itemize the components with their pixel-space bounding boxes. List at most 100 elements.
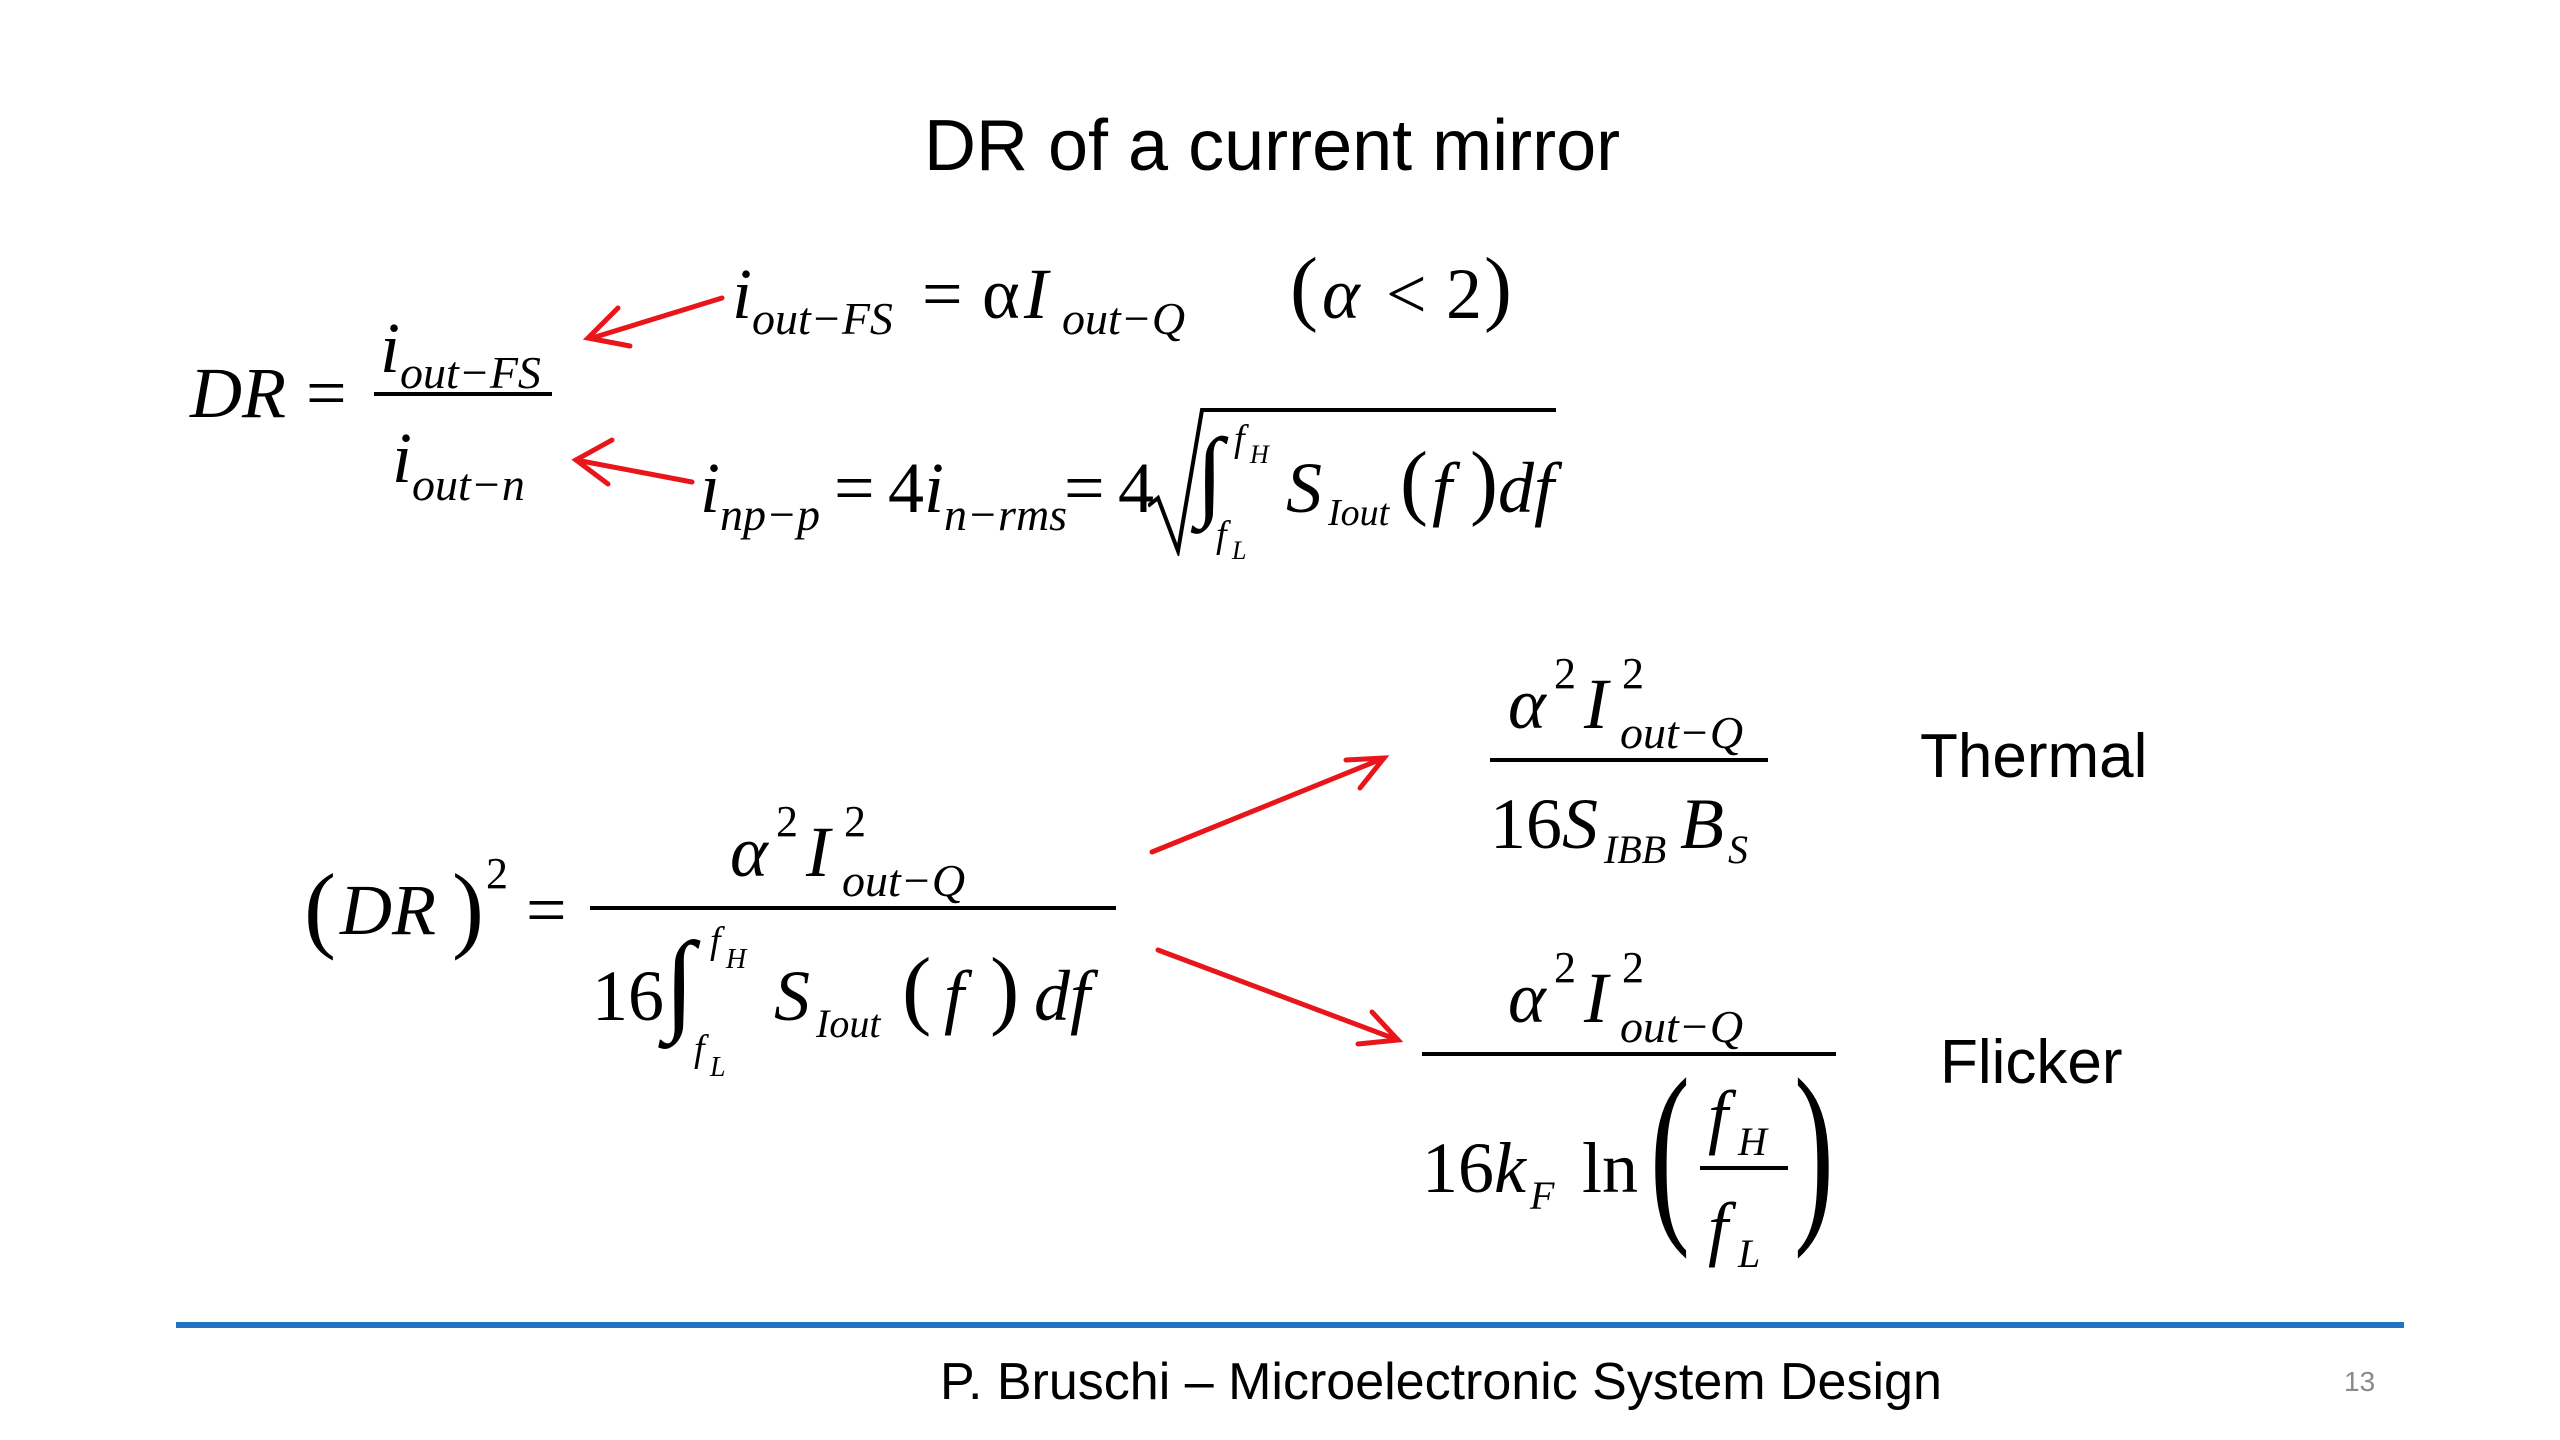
integral-sign: ∫ [664, 920, 695, 1044]
four-value: 4 [888, 448, 924, 528]
I-symbol: I [1584, 958, 1608, 1038]
less-than-sign: < [1386, 254, 1427, 334]
integral-sign: ∫ [1196, 418, 1224, 529]
arrow-to-thermal [1149, 755, 1390, 855]
s-subscript: S [1728, 827, 1748, 872]
iout-subscript: Iout [816, 1001, 881, 1046]
h-subscript: H [1738, 1119, 1767, 1164]
four-value: 4 [1118, 448, 1154, 528]
df-symbol: df [1498, 448, 1555, 528]
equals-sign: = [526, 870, 567, 950]
I-symbol: I [1024, 254, 1048, 334]
footer-divider [176, 1322, 2404, 1328]
arrow-to-numerator [582, 295, 725, 349]
exponent-two: 2 [1622, 649, 1644, 698]
out-n-subscript: out−n [412, 459, 525, 510]
right-paren: ) [1484, 241, 1512, 334]
upper-limit-h-subscript: H [1250, 440, 1269, 469]
lower-limit-f: f [694, 1028, 705, 1070]
fraction-bar [1422, 1052, 1836, 1056]
S-symbol: S [1286, 448, 1322, 528]
two-value: 2 [1446, 254, 1482, 334]
alpha-symbol: α [982, 254, 1020, 334]
fraction-bar [1490, 758, 1768, 762]
slide-title: DR of a current mirror [924, 106, 1621, 186]
footer-text: P. Bruschi – Microelectronic System Desi… [940, 1353, 1942, 1411]
square-root-sign [1148, 408, 1556, 556]
out-q-subscript: out−Q [1062, 293, 1186, 344]
lower-limit-l-subscript: L [1232, 536, 1247, 565]
equals-sign: = [1064, 448, 1105, 528]
exponent-two: 2 [776, 797, 798, 846]
dr-symbol: DR [340, 870, 436, 950]
sixteen-value: 16 [1422, 1128, 1494, 1208]
out-fs-subscript: out−FS [752, 293, 893, 344]
B-symbol: B [1680, 784, 1724, 864]
k-symbol: k [1494, 1128, 1526, 1208]
f-symbol: f [1708, 1076, 1729, 1156]
lower-limit-f: f [1216, 514, 1227, 556]
I-symbol: I [1584, 664, 1608, 744]
S-symbol: S [1562, 784, 1598, 864]
fraction-bar [1700, 1166, 1788, 1170]
i-out-fs-symbol: i [380, 308, 401, 388]
out-fs-subscript: out−FS [400, 347, 541, 398]
equals-sign: = [306, 353, 347, 433]
right-paren: ) [990, 941, 1020, 1038]
n-rms-subscript: n−rms [944, 489, 1068, 540]
i-symbol: i [700, 448, 721, 528]
left-paren: ( [1290, 241, 1318, 334]
f-symbol: f [1432, 448, 1453, 528]
page-number: 13 [2344, 1366, 2376, 1397]
left-paren: ( [902, 941, 932, 1038]
l-subscript: L [1738, 1231, 1761, 1276]
right-paren: ) [452, 854, 484, 961]
i-out-n-symbol: i [392, 418, 413, 498]
exponent-two: 2 [486, 849, 508, 898]
i-symbol: i [732, 254, 753, 334]
exponent-two: 2 [1554, 943, 1576, 992]
ibb-subscript: IBB [1604, 827, 1667, 872]
lower-limit-l-subscript: L [710, 1052, 726, 1083]
left-paren: ( [304, 854, 336, 961]
right-paren: ) [1470, 435, 1498, 528]
out-q-subscript: out−Q [1620, 1001, 1744, 1052]
f-symbol: f [944, 956, 965, 1036]
alpha-symbol: α [1508, 664, 1546, 744]
alpha-symbol: α [1508, 958, 1546, 1038]
arrow-to-flicker [1155, 947, 1404, 1047]
right-paren: ) [1794, 1039, 1834, 1260]
i-symbol: i [924, 448, 945, 528]
f-subscript: F [1530, 1173, 1555, 1218]
iout-subscript: Iout [1328, 492, 1390, 534]
upper-limit-f: f [710, 920, 721, 962]
thermal-label: Thermal [1920, 722, 2148, 791]
alpha-symbol: α [730, 812, 768, 892]
arrow-to-denominator [571, 437, 695, 487]
equals-sign: = [922, 254, 963, 334]
out-q-subscript: out−Q [1620, 707, 1744, 758]
exponent-two: 2 [1554, 649, 1576, 698]
upper-limit-h-subscript: H [726, 944, 747, 975]
upper-limit-f: f [1234, 418, 1245, 460]
alpha-symbol: α [1322, 254, 1360, 334]
left-paren: ( [1400, 435, 1428, 528]
dr-symbol: DR [190, 353, 286, 433]
sixteen-value: 16 [592, 956, 664, 1036]
f-symbol: f [1708, 1188, 1729, 1268]
fraction-bar [590, 906, 1116, 910]
df-symbol: df [1034, 956, 1091, 1036]
exponent-two: 2 [1622, 943, 1644, 992]
flicker-label: Flicker [1940, 1028, 2123, 1097]
out-q-subscript: out−Q [842, 855, 966, 906]
exponent-two: 2 [844, 797, 866, 846]
sixteen-value: 16 [1490, 784, 1562, 864]
equals-sign: = [834, 448, 875, 528]
ln-function: ln [1582, 1128, 1639, 1208]
np-p-subscript: np−p [720, 489, 821, 540]
left-paren: ( [1650, 1039, 1690, 1260]
fraction-bar [374, 392, 552, 396]
S-symbol: S [774, 956, 810, 1036]
I-symbol: I [806, 812, 830, 892]
